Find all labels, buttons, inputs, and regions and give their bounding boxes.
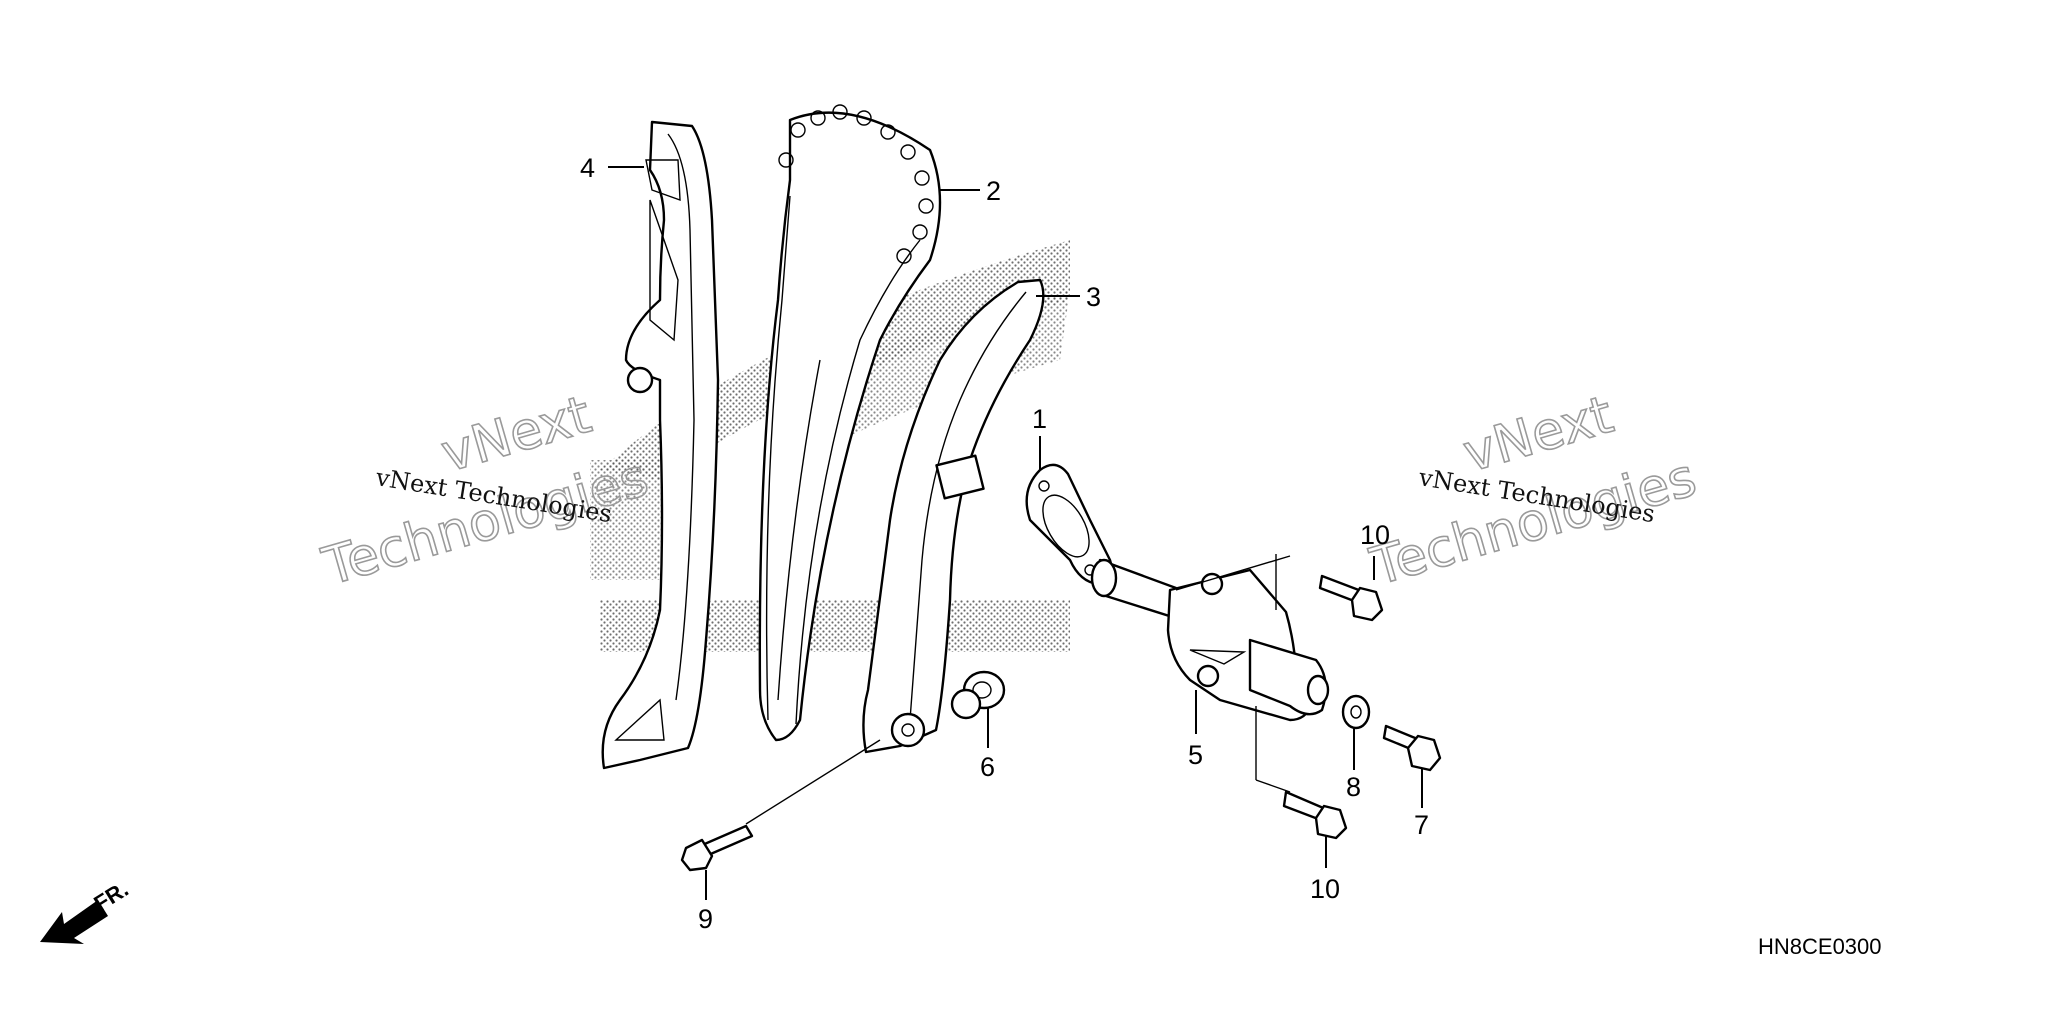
watermark-right: vNext Technologies vNext Technologies xyxy=(1363,384,1703,598)
cam-chain xyxy=(758,104,942,742)
leader-lines xyxy=(608,166,1423,900)
callout-10-lower: 10 xyxy=(1310,874,1340,904)
washer xyxy=(1341,694,1371,730)
cam-chain-guide xyxy=(601,120,720,770)
flange-bolt-lower xyxy=(1282,790,1348,840)
callout-10-upper: 10 xyxy=(1360,520,1390,550)
callout-2: 2 xyxy=(986,176,1001,206)
pivot-bolt xyxy=(680,824,754,872)
callout-1: 1 xyxy=(1032,404,1047,434)
front-arrow: FR. xyxy=(40,876,133,944)
diagram-code: HN8CE0300 xyxy=(1758,934,1882,959)
flange-bolt-upper xyxy=(1318,574,1384,622)
callout-4: 4 xyxy=(580,153,595,183)
callout-6: 6 xyxy=(980,752,995,782)
callout-7: 7 xyxy=(1414,810,1429,840)
callouts: 4 2 3 1 10 6 5 8 7 10 9 xyxy=(580,153,1429,934)
front-arrow-icon xyxy=(40,900,108,944)
collar xyxy=(950,670,1006,720)
tensioner-slipper xyxy=(862,278,1045,754)
callout-5: 5 xyxy=(1188,740,1203,770)
callout-8: 8 xyxy=(1346,772,1361,802)
callout-3: 3 xyxy=(1086,282,1101,312)
chain-links xyxy=(778,104,934,264)
watermark-big-line1: vNext xyxy=(1457,385,1620,485)
sealing-bolt xyxy=(1382,724,1442,772)
callout-9: 9 xyxy=(698,904,713,934)
tensioner-lifter xyxy=(1090,558,1330,722)
